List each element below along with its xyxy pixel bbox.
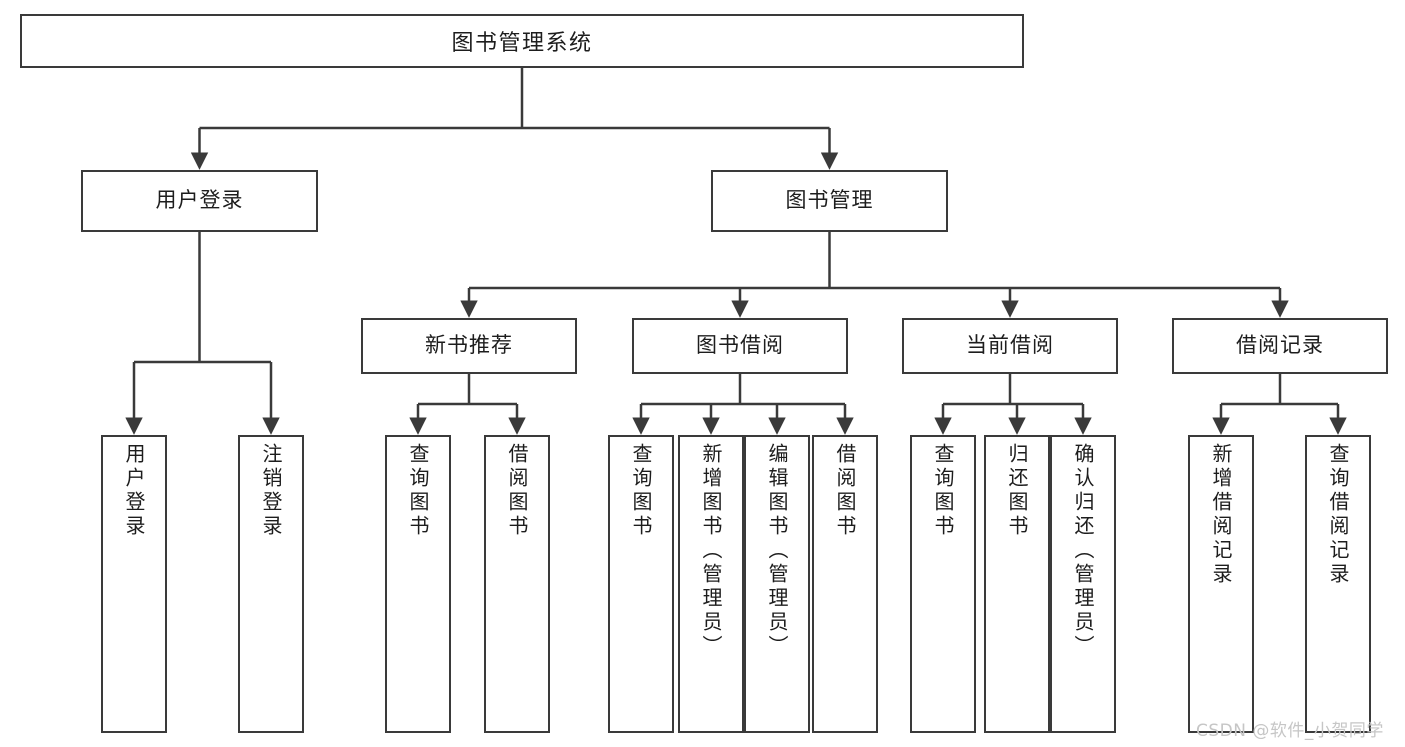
node-borrow-record[interactable]: 借阅记录 <box>1172 318 1388 374</box>
node-book-borrow[interactable]: 图书借阅 <box>632 318 848 374</box>
node-user-login-label: 用户登录 <box>155 188 244 213</box>
node-current-borrow[interactable]: 当前借阅 <box>902 318 1118 374</box>
node-leaf-query-book-3-label: 查询图书 <box>931 443 955 539</box>
node-new-book-recommend-label: 新书推荐 <box>425 333 513 358</box>
node-current-borrow-label: 当前借阅 <box>966 333 1054 358</box>
node-leaf-add-borrow-record-label: 新增借阅记录 <box>1209 443 1233 587</box>
node-leaf-edit-book-admin-label: 编辑图书（管理员） <box>765 443 789 659</box>
node-leaf-add-book-admin-label: 新增图书（管理员） <box>699 443 723 659</box>
node-leaf-user-login[interactable]: 用户登录 <box>101 435 167 733</box>
node-user-login[interactable]: 用户登录 <box>81 170 318 232</box>
node-root[interactable]: 图书管理系统 <box>20 14 1024 68</box>
node-leaf-query-book-1[interactable]: 查询图书 <box>385 435 451 733</box>
node-book-manage-label: 图书管理 <box>785 188 874 213</box>
node-leaf-borrow-book-1-label: 借阅图书 <box>505 443 529 539</box>
node-leaf-borrow-book-1[interactable]: 借阅图书 <box>484 435 550 733</box>
node-root-label: 图书管理系统 <box>451 31 593 56</box>
node-leaf-logout-login-label: 注销登录 <box>259 443 283 539</box>
node-leaf-add-book-admin[interactable]: 新增图书（管理员） <box>678 435 744 733</box>
node-leaf-query-book-2[interactable]: 查询图书 <box>608 435 674 733</box>
node-leaf-borrow-book-2-label: 借阅图书 <box>833 443 857 539</box>
node-book-manage[interactable]: 图书管理 <box>711 170 948 232</box>
node-book-borrow-label: 图书借阅 <box>696 333 784 358</box>
node-borrow-record-label: 借阅记录 <box>1236 333 1324 358</box>
node-new-book-recommend[interactable]: 新书推荐 <box>361 318 577 374</box>
node-leaf-add-borrow-record[interactable]: 新增借阅记录 <box>1188 435 1254 733</box>
node-leaf-confirm-return[interactable]: 确认归还（管理员） <box>1050 435 1116 733</box>
node-leaf-query-borrow-record[interactable]: 查询借阅记录 <box>1305 435 1371 733</box>
node-leaf-borrow-book-2[interactable]: 借阅图书 <box>812 435 878 733</box>
node-leaf-return-book[interactable]: 归还图书 <box>984 435 1050 733</box>
node-leaf-logout-login[interactable]: 注销登录 <box>238 435 304 733</box>
node-leaf-edit-book-admin[interactable]: 编辑图书（管理员） <box>744 435 810 733</box>
node-leaf-query-book-3[interactable]: 查询图书 <box>910 435 976 733</box>
node-leaf-user-login-label: 用户登录 <box>122 443 146 539</box>
csdn-watermark: CSDN @软件_小贺同学 <box>1196 721 1384 741</box>
node-leaf-query-borrow-record-label: 查询借阅记录 <box>1326 443 1350 587</box>
node-leaf-query-book-1-label: 查询图书 <box>406 443 430 539</box>
node-leaf-confirm-return-label: 确认归还（管理员） <box>1071 443 1095 659</box>
node-leaf-query-book-2-label: 查询图书 <box>629 443 653 539</box>
node-leaf-return-book-label: 归还图书 <box>1005 443 1029 539</box>
